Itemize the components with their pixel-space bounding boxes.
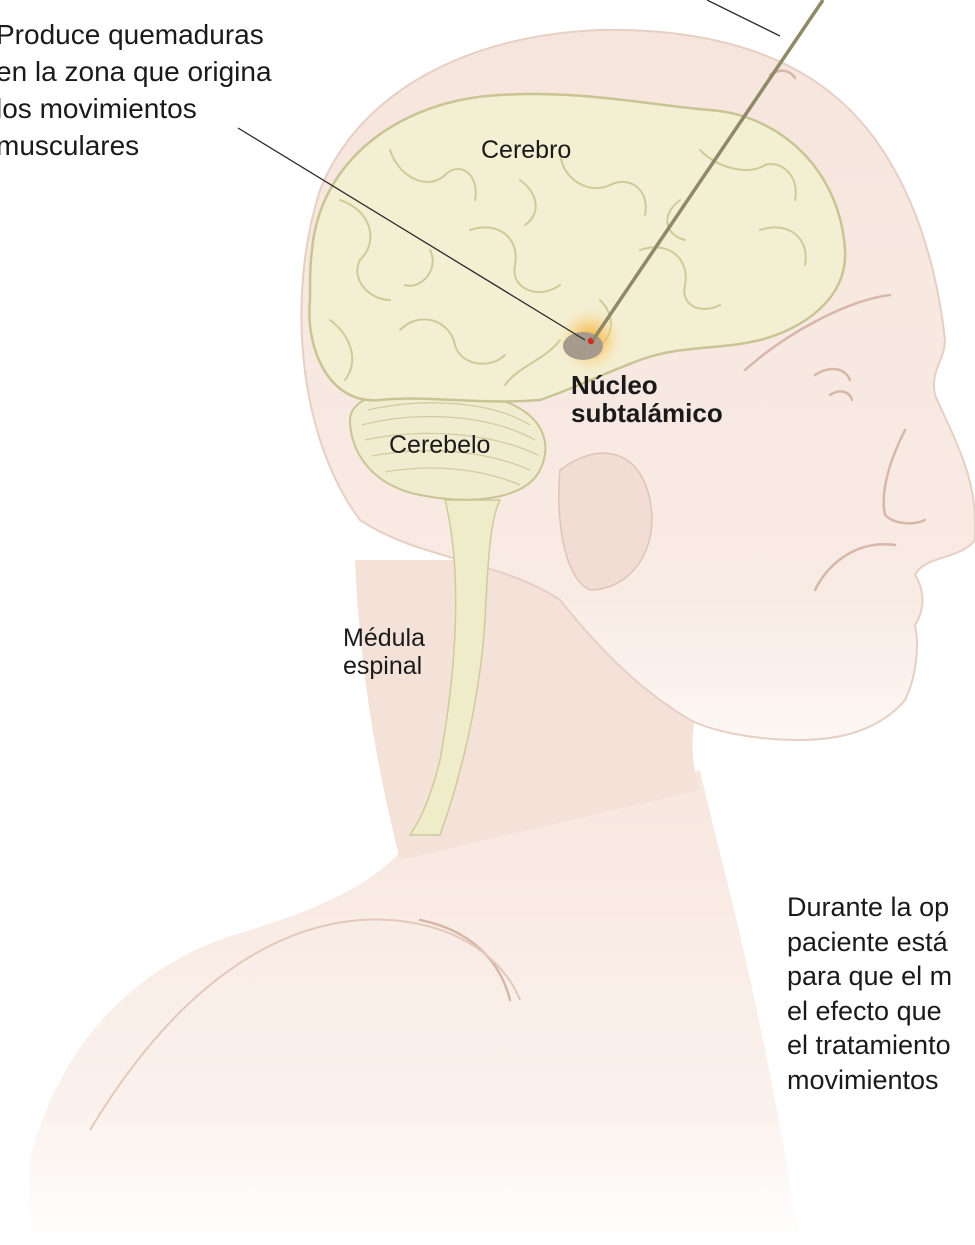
left-callout-text: Produce quemaduras en la zona que origin…	[0, 16, 272, 164]
nucleo-label-line: Núcleo	[571, 371, 723, 399]
left-callout-line: Produce quemaduras	[0, 16, 272, 53]
right-callout-line: paciente está	[787, 925, 952, 960]
right-callout-line: movimientos	[787, 1063, 952, 1098]
medula-label: Médula espinal	[343, 624, 425, 680]
left-callout-line: en la zona que origina	[0, 53, 272, 90]
right-callout-line: el efecto que	[787, 994, 952, 1029]
medula-label-line: espinal	[343, 652, 425, 680]
left-callout-line: musculares	[0, 127, 272, 164]
cerebro-label: Cerebro	[481, 137, 571, 164]
right-callout-line: Durante la op	[787, 890, 952, 925]
right-callout-line: para que el m	[787, 959, 952, 994]
medula-label-line: Médula	[343, 624, 425, 652]
cerebelo-label: Cerebelo	[389, 432, 490, 459]
left-callout-line: los movimientos	[0, 90, 272, 127]
nucleo-label-line: subtalámico	[571, 399, 723, 427]
nucleo-label: Núcleo subtalámico	[571, 371, 723, 427]
right-callout-line: el tratamiento	[787, 1028, 952, 1063]
right-callout-text: Durante la op paciente está para que el …	[787, 890, 952, 1097]
